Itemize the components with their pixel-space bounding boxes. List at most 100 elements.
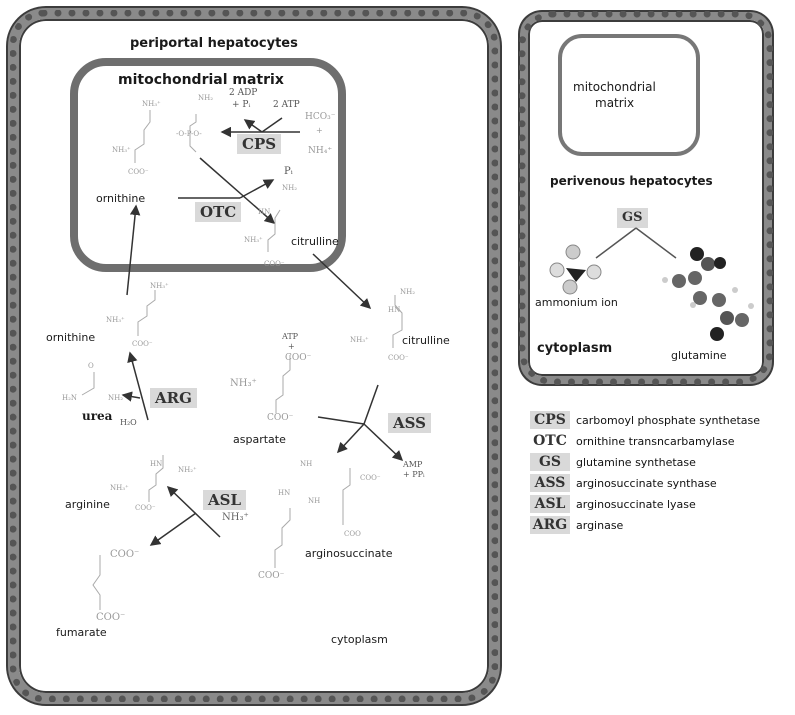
ornithine-import-arrow [126,204,141,296]
mito-title: mitochondrial matrix [118,72,284,88]
arg-urea-arrow [121,391,141,402]
legend-abbr: ASL [530,495,570,513]
svg-text:NH₃⁺: NH₃⁺ [244,236,263,244]
gs-ammonium-line [595,227,637,259]
arginine-structure [148,455,164,502]
citrulline-mito-label: citrulline [291,235,339,248]
legend-name: arginosuccinate synthase [576,476,717,490]
asl-arrow [166,485,221,538]
otc-pi-arrow [239,179,275,199]
urea-structure [81,372,95,396]
legend-item: ASS arginosuccinate synthase [530,473,717,493]
gs-glutamine-line [635,227,677,259]
pi-label: Pᵢ [284,166,293,177]
amp-label: AMP [403,460,423,469]
enzyme-ass: ASS [388,413,431,433]
enzyme-cps: CPS [237,134,282,154]
glutamine-molecule [662,247,754,341]
legend-abbr: OTC [533,433,567,449]
svg-text:-O-P-O-: -O-P-O- [176,130,202,138]
svg-text:HN: HN [388,306,400,314]
arginosuccinate-structure [274,508,291,568]
svg-text:NH: NH [308,497,320,505]
legend-name: arginosuccinate lyase [576,497,696,511]
pi-plus-label: + Pᵢ [232,100,251,110]
perivenous-mito-title-1: mitochondrial [573,80,656,94]
nh4-label: NH₄⁺ [308,146,333,156]
ornithine-mito-structure [134,110,151,163]
atp-label: ATP [282,332,299,341]
svg-text:NH₂: NH₂ [400,288,415,296]
svg-text:COO⁻: COO⁻ [132,340,153,348]
cps-atp-branch [261,117,283,133]
enzyme-gs-perivenous: GS [617,208,648,228]
h2o-label: H₂O [120,418,137,427]
svg-text:NH₃⁺: NH₃⁺ [230,378,257,389]
svg-text:COO⁻: COO⁻ [388,354,409,362]
svg-text:HN: HN [278,489,290,497]
svg-text:COO⁻: COO⁻ [258,571,285,581]
citrulline-cyto-structure [392,295,403,348]
ass-citrulline-line [363,384,379,425]
svg-text:NH₃⁺: NH₃⁺ [142,100,161,108]
periportal-title: periportal hepatocytes [130,36,298,51]
svg-text:NH₃⁺: NH₃⁺ [150,282,169,290]
legend-abbr: ARG [530,516,570,534]
legend-name: carbomoyl phosphate synthetase [576,413,761,427]
legend-name: ornithine transncarbamylase [576,434,735,448]
legend-item: GS glutamine synthetase [530,452,696,472]
svg-text:NH₃⁺: NH₃⁺ [106,316,125,324]
ornithine-cyto-label: ornithine [46,331,96,344]
arginine-label: arginine [65,498,110,511]
ppi-label: + PPᵢ [403,470,425,479]
svg-text:NH₃⁺: NH₃⁺ [350,336,369,344]
atp-plus-label: + [288,342,295,351]
svg-text:HN: HN [150,460,162,468]
cps-adp-branch [243,119,263,133]
svg-text:NH₃⁺: NH₃⁺ [110,484,129,492]
periportal-cytoplasm-label: cytoplasm [331,633,388,646]
arginosuccinate-succinyl [342,468,351,525]
svg-text:COO⁻: COO⁻ [285,353,312,363]
ammonium-label: ammonium ion [535,296,618,309]
legend-name: glutamine synthetase [576,455,696,469]
ass-product-arrow [336,423,365,454]
ornithine-mito-label: ornithine [96,192,146,205]
svg-text:NH₂: NH₂ [198,94,213,102]
asl-fumarate-arrow [149,512,197,546]
atp2-label: 2 ATP [273,100,300,110]
ammonium-molecule [549,244,602,295]
svg-text:NH₃⁺: NH₃⁺ [112,146,131,154]
glutamine-label: glutamine [671,349,727,362]
hco3-label: HCO₃⁻ [305,112,336,122]
svg-text:COO⁻: COO⁻ [110,549,139,560]
phosphate-structure [189,114,197,153]
fumarate-structure [92,555,101,610]
svg-text:COO⁻: COO⁻ [264,260,285,268]
svg-text:H₂N: H₂N [62,394,77,402]
svg-text:COO⁻: COO⁻ [360,474,381,482]
svg-text:COO⁻: COO⁻ [128,168,149,176]
legend-item: ASL arginosuccinate lyase [530,494,696,514]
urea-label: urea [82,409,113,423]
arg-arrow [127,351,149,421]
svg-text:COO⁻: COO⁻ [96,612,125,623]
svg-text:COO⁻: COO⁻ [135,504,156,512]
svg-text:COO⁻: COO⁻ [267,413,294,423]
svg-text:O: O [88,362,94,370]
perivenous-cytoplasm-label: cytoplasm [537,341,613,356]
perivenous-title: perivenous hepatocytes [550,174,713,188]
legend-abbr: CPS [530,411,570,429]
adp-label: 2 ADP [229,88,258,98]
perivenous-mito-title-2: matrix [595,96,635,110]
ass-aspartate-line [317,416,365,425]
enzyme-arg: ARG [150,388,197,408]
legend-name: arginase [576,518,624,532]
svg-text:NH₂⁺: NH₂⁺ [178,466,197,474]
svg-text:NH₃⁺: NH₃⁺ [222,512,249,523]
legend-item: CPS carbomoyl phosphate synthetase [530,410,760,430]
legend-item: OTC ornithine transncarbamylase [530,431,734,451]
aspartate-label: aspartate [233,433,286,446]
plus-label: + [316,126,323,135]
